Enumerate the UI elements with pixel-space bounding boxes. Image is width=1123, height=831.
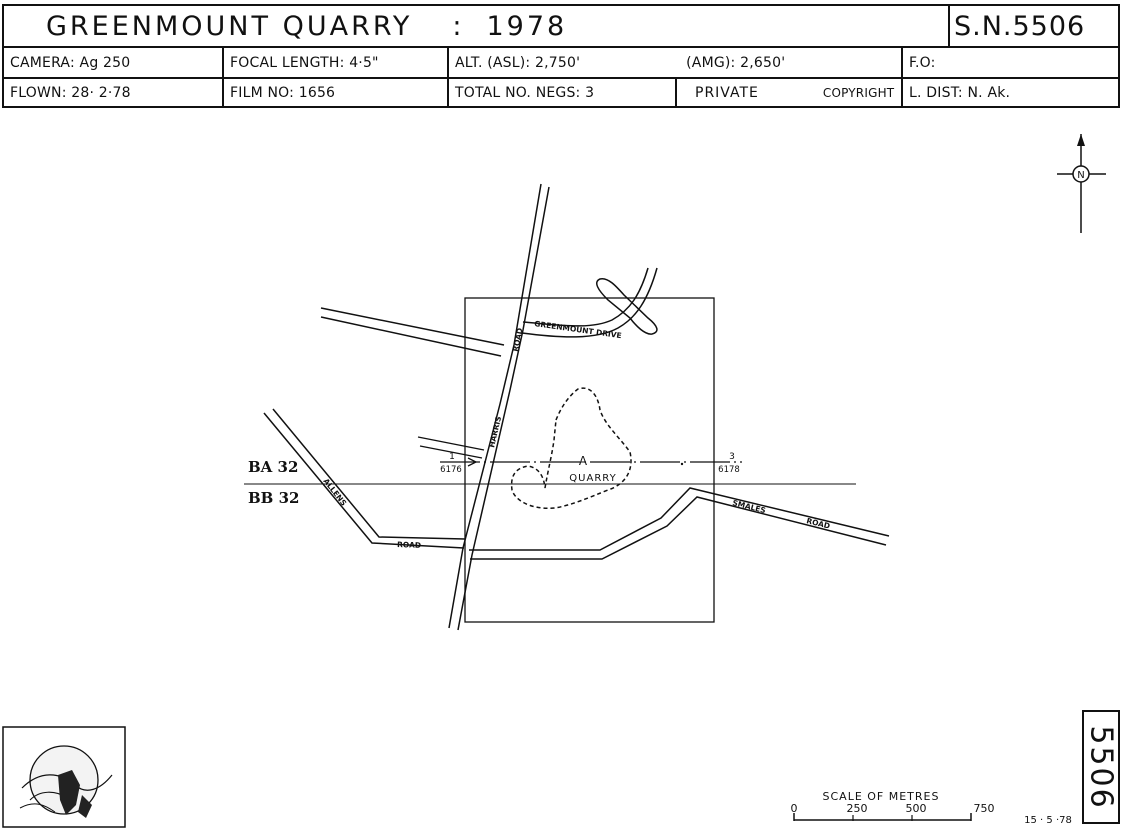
quarry-outline: [510, 387, 632, 509]
scale-title: SCALE OF METRES: [823, 790, 940, 803]
camera-cell: CAMERA: Ag 250: [4, 46, 224, 77]
map-year: 1978: [486, 10, 568, 42]
allens-label: ALLENS: [321, 477, 348, 508]
ldist-text: L. DIST: N. Ak.: [909, 84, 1011, 101]
harris-road-upper-label: ROAD: [511, 327, 524, 352]
frame-end-number: 3: [729, 452, 735, 462]
quarry-label: QUARRY: [569, 473, 616, 484]
sheet-number-cell: S.N.5506: [950, 6, 1118, 46]
frame-start-number: 1: [449, 452, 455, 462]
copyright-text: COPYRIGHT: [822, 85, 895, 100]
north-arrow: N: [1057, 134, 1106, 233]
focal-length-cell: FOCAL LENGTH: 4·5": [224, 46, 449, 77]
camera-text: CAMERA: Ag 250: [10, 54, 131, 71]
focal-length-text: FOCAL LENGTH: 4·5": [230, 54, 379, 71]
title-cell: GREENMOUNT QUARRY : 1978: [4, 6, 950, 46]
harris-road: [448, 183, 550, 631]
fo-text: F.O:: [909, 54, 936, 71]
scale-bar: SCALE OF METRES 0 250 500 750: [791, 790, 995, 821]
frame-start-photo: 6176: [440, 465, 462, 475]
start-arrow-icon: [467, 457, 478, 467]
header-table: GREENMOUNT QUARRY : 1978 S.N.5506 CAMERA…: [2, 4, 1120, 108]
allens-road-label: ROAD: [397, 540, 421, 550]
north-label: N: [1077, 170, 1084, 181]
negs-text: TOTAL NO. NEGS: 3: [455, 84, 595, 101]
film-text: FILM NO: 1656: [230, 84, 336, 101]
greenmount-drive: [521, 267, 658, 338]
flight-line-bb32-label: BB 32: [248, 489, 299, 507]
map-title: GREENMOUNT QUARRY: [46, 10, 413, 42]
map-date: 15 · 5 ·78: [1024, 815, 1072, 826]
copyright-cell: PRIVATE COPYRIGHT: [677, 77, 903, 106]
title-separator: :: [452, 10, 465, 42]
scale-tick-250: 250: [847, 802, 868, 815]
scale-tick-0: 0: [791, 802, 798, 815]
scale-tick-750: 750: [974, 802, 995, 815]
harris-spur: [417, 436, 485, 459]
altitude-cell: ALT. (ASL): 2,750' (AMG): 2,650': [449, 46, 903, 77]
smales-road: [469, 487, 890, 560]
private-text: PRIVATE: [695, 84, 759, 101]
flight-line-ba32-label: BA 32: [248, 458, 298, 476]
upper-left-road: [320, 307, 505, 357]
negs-cell: TOTAL NO. NEGS: 3: [449, 77, 677, 106]
quarry-point-label: A: [579, 454, 588, 468]
vertical-sheet-number-text: 5506: [1083, 724, 1119, 810]
sheet-number: S.N.5506: [954, 10, 1086, 42]
photo-coverage-frame: [464, 297, 715, 623]
frame-end-photo: 6178: [718, 465, 740, 475]
ldist-cell: L. DIST: N. Ak.: [903, 77, 1118, 106]
alt-asl-text: ALT. (ASL): 2,750': [455, 54, 581, 71]
flown-cell: FLOWN: 28· 2·78: [4, 77, 224, 106]
vertical-sheet-number: 5506: [1082, 710, 1120, 824]
allens-road: [263, 408, 466, 549]
amg-text: (AMG): 2,650': [686, 54, 786, 71]
company-logo: [2, 726, 126, 828]
flown-text: FLOWN: 28· 2·78: [10, 84, 131, 101]
film-cell: FILM NO: 1656: [224, 77, 449, 106]
fo-cell: F.O:: [903, 46, 1118, 77]
quarry-dot: [680, 462, 684, 466]
scale-tick-500: 500: [906, 802, 927, 815]
smales-label: SMALES: [732, 498, 767, 515]
